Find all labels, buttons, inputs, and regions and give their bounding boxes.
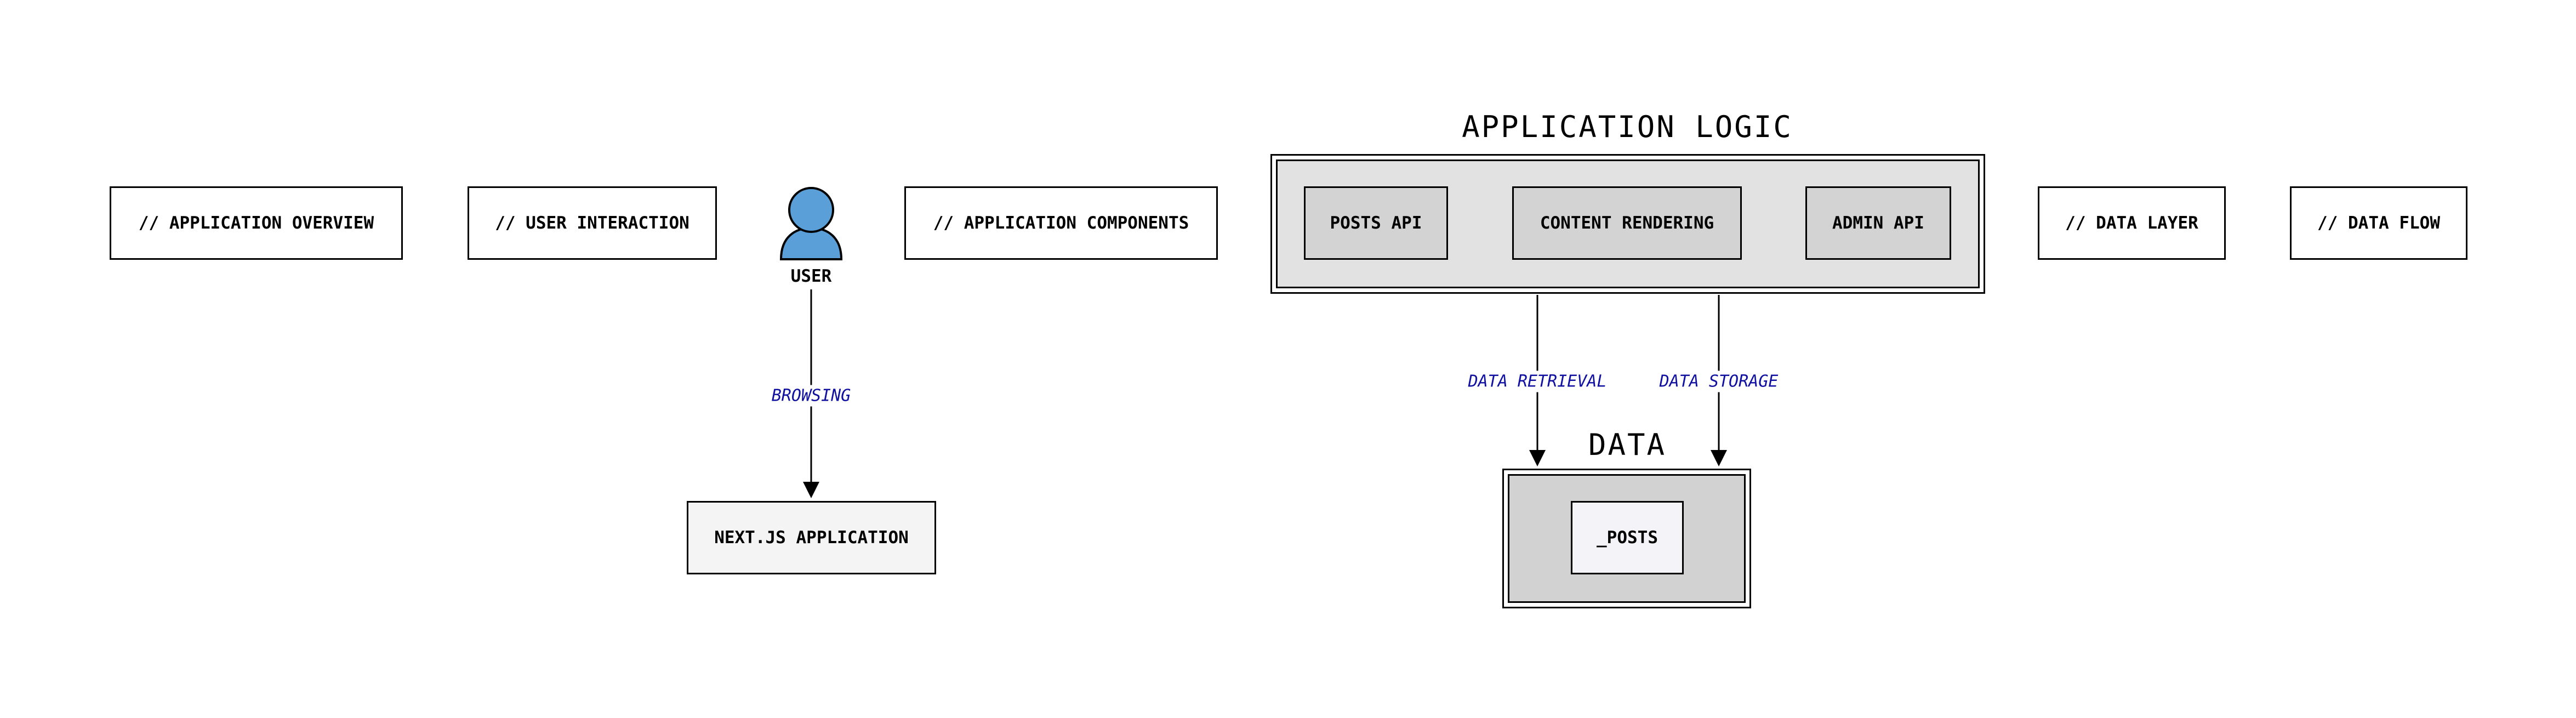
section-data-flow: // DATA FLOW (2290, 186, 2467, 260)
node-content-rendering: CONTENT RENDERING (1512, 186, 1742, 260)
section-label: // APPLICATION OVERVIEW (138, 213, 374, 233)
edge-label-data-storage: DATA STORAGE (1657, 371, 1781, 392)
user-label: USER (790, 266, 832, 286)
node-admin-api: ADMIN API (1805, 186, 1951, 260)
user-actor-icon (779, 187, 843, 260)
section-label: // DATA FLOW (2317, 213, 2440, 233)
node-posts-api: POSTS API (1304, 186, 1448, 260)
node-posts-folder: _POSTS (1571, 501, 1684, 574)
section-data-layer: // DATA LAYER (2038, 186, 2226, 260)
group-title-data: DATA (1588, 428, 1667, 462)
node-nextjs-application: NEXT.JS APPLICATION (687, 501, 936, 574)
group-title-application-logic: APPLICATION LOGIC (1462, 110, 1793, 144)
user-head-shape (788, 187, 834, 233)
node-label: ADMIN API (1832, 213, 1924, 233)
edge-label-browsing: BROWSING (769, 385, 853, 407)
node-label: CONTENT RENDERING (1540, 213, 1714, 233)
section-label: // DATA LAYER (2065, 213, 2198, 233)
section-application-components: // APPLICATION COMPONENTS (904, 186, 1218, 260)
section-user-interaction: // USER INTERACTION (468, 186, 717, 260)
section-application-overview: // APPLICATION OVERVIEW (110, 186, 403, 260)
section-label: // USER INTERACTION (495, 213, 689, 233)
node-label: NEXT.JS APPLICATION (714, 528, 909, 548)
edge-label-data-retrieval: DATA RETRIEVAL (1466, 371, 1609, 392)
node-label: POSTS API (1330, 213, 1422, 233)
section-label: // APPLICATION COMPONENTS (933, 213, 1189, 233)
node-label: _POSTS (1597, 528, 1658, 548)
